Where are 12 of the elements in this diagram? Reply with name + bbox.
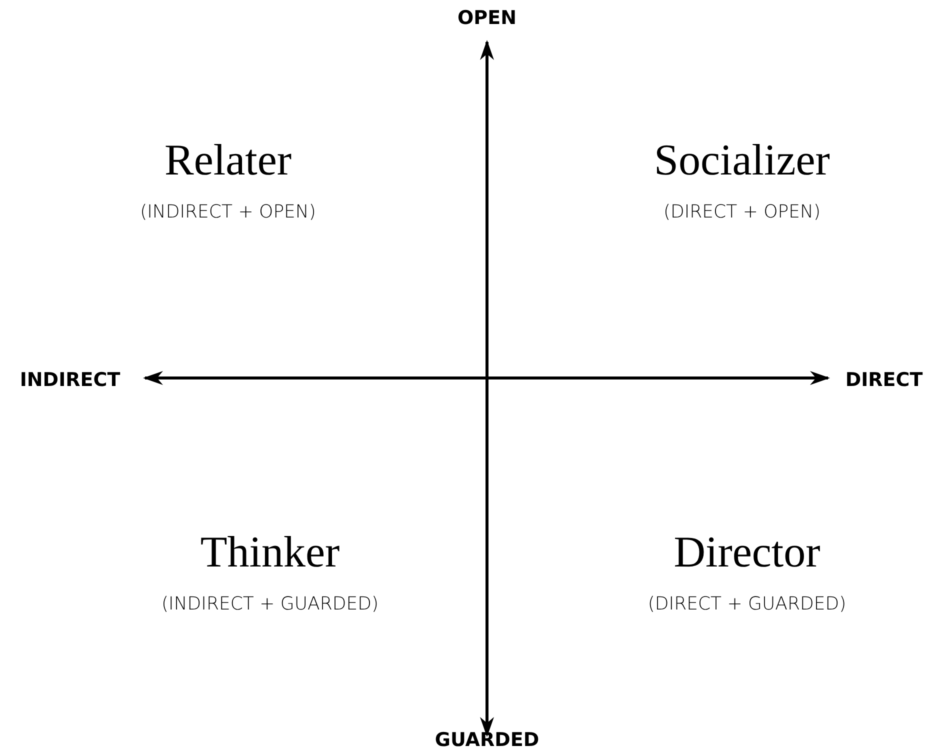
axis-label: INDIRECT [20, 369, 120, 391]
axis-label: DIRECT [845, 369, 923, 391]
axis-label: OPEN [458, 7, 516, 29]
quadrant-title: Thinker [200, 526, 340, 578]
quadrant-title: Socializer [654, 134, 830, 186]
quadrant-subtitle: (INDIRECT + OPEN) [140, 202, 316, 222]
quadrant-subtitle: (INDIRECT + GUARDED) [162, 594, 378, 614]
quadrant-subtitle: (DIRECT + GUARDED) [648, 594, 846, 614]
quadrant-title: Director [674, 526, 820, 578]
axis-label: GUARDED [434, 729, 540, 751]
quadrant-subtitle: (DIRECT + OPEN) [663, 202, 821, 222]
quadrant-title: Relater [164, 134, 292, 186]
